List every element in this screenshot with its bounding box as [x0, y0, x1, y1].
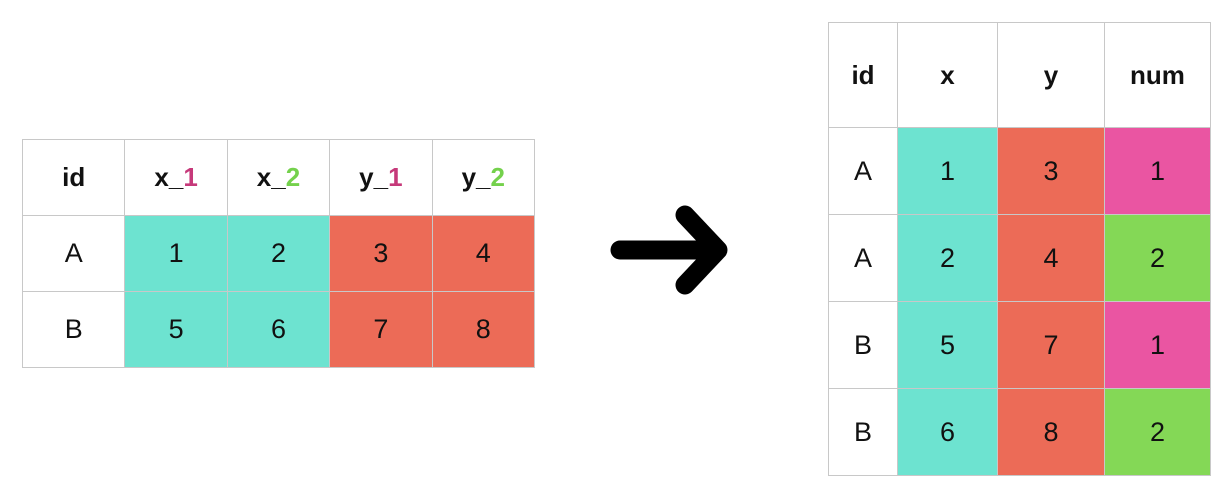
long-header-id: id [828, 22, 898, 128]
long-cell-id: B [828, 388, 898, 476]
long-cell-id: B [828, 301, 898, 389]
long-cell-id: A [828, 214, 898, 302]
long-header-num: num [1104, 22, 1211, 128]
wide-header-prefix: y_ [461, 162, 491, 192]
long-cell-y: 8 [997, 388, 1105, 476]
long-header-y: y [997, 22, 1105, 128]
wide-header-prefix: x_ [256, 162, 286, 192]
long-table: id x y num A 1 3 1 A 2 4 2 B 5 7 1 B 6 8… [828, 22, 1211, 476]
long-cell-y: 3 [997, 127, 1105, 215]
table-row: B 6 8 2 [828, 388, 1211, 476]
wide-header-suffix: 1 [388, 162, 403, 192]
right-arrow-icon [610, 205, 728, 295]
wide-header-suffix: 1 [183, 162, 198, 192]
long-cell-y: 4 [997, 214, 1105, 302]
long-table-header-row: id x y num [828, 22, 1211, 128]
long-cell-y: 7 [997, 301, 1105, 389]
wide-header-y-2: y_2 [431, 139, 535, 216]
wide-cell-x-2: 2 [226, 215, 331, 292]
table-row: B 5 6 7 8 [21, 291, 535, 368]
wide-cell-x-1: 1 [124, 215, 228, 292]
long-cell-x: 1 [897, 127, 998, 215]
wide-header-x-1: x_1 [124, 139, 228, 216]
wide-header-x-2: x_2 [226, 139, 331, 216]
long-cell-x: 6 [897, 388, 998, 476]
wide-cell-y-1: 7 [329, 291, 433, 368]
long-header-x: x [897, 22, 998, 128]
wide-cell-x-1: 5 [124, 291, 228, 368]
wide-header-prefix: x_ [154, 162, 184, 192]
table-row: A 2 4 2 [828, 214, 1211, 302]
wide-table: id x_1 x_2 y_1 y_2 A 1 2 3 4 B 5 6 7 8 [21, 139, 535, 368]
table-row: A 1 2 3 4 [21, 215, 535, 292]
long-cell-id: A [828, 127, 898, 215]
wide-cell-id: A [21, 215, 126, 292]
wide-header-id-label: id [62, 162, 86, 192]
long-cell-x: 2 [897, 214, 998, 302]
long-cell-x: 5 [897, 301, 998, 389]
wide-header-suffix: 2 [490, 162, 505, 192]
wide-cell-id: B [21, 291, 126, 368]
table-row: A 1 3 1 [828, 127, 1211, 215]
wide-header-id: id [21, 139, 126, 216]
wide-cell-y-2: 4 [431, 215, 535, 292]
wide-table-header-row: id x_1 x_2 y_1 y_2 [21, 139, 535, 216]
wide-cell-y-1: 3 [329, 215, 433, 292]
long-cell-num: 2 [1104, 388, 1211, 476]
wide-cell-x-2: 6 [226, 291, 331, 368]
long-cell-num: 1 [1104, 127, 1211, 215]
wide-cell-y-2: 8 [431, 291, 535, 368]
wide-header-prefix: y_ [359, 162, 389, 192]
long-cell-num: 2 [1104, 214, 1211, 302]
table-row: B 5 7 1 [828, 301, 1211, 389]
wide-header-suffix: 2 [285, 162, 301, 192]
wide-header-y-1: y_1 [329, 139, 433, 216]
long-cell-num: 1 [1104, 301, 1211, 389]
